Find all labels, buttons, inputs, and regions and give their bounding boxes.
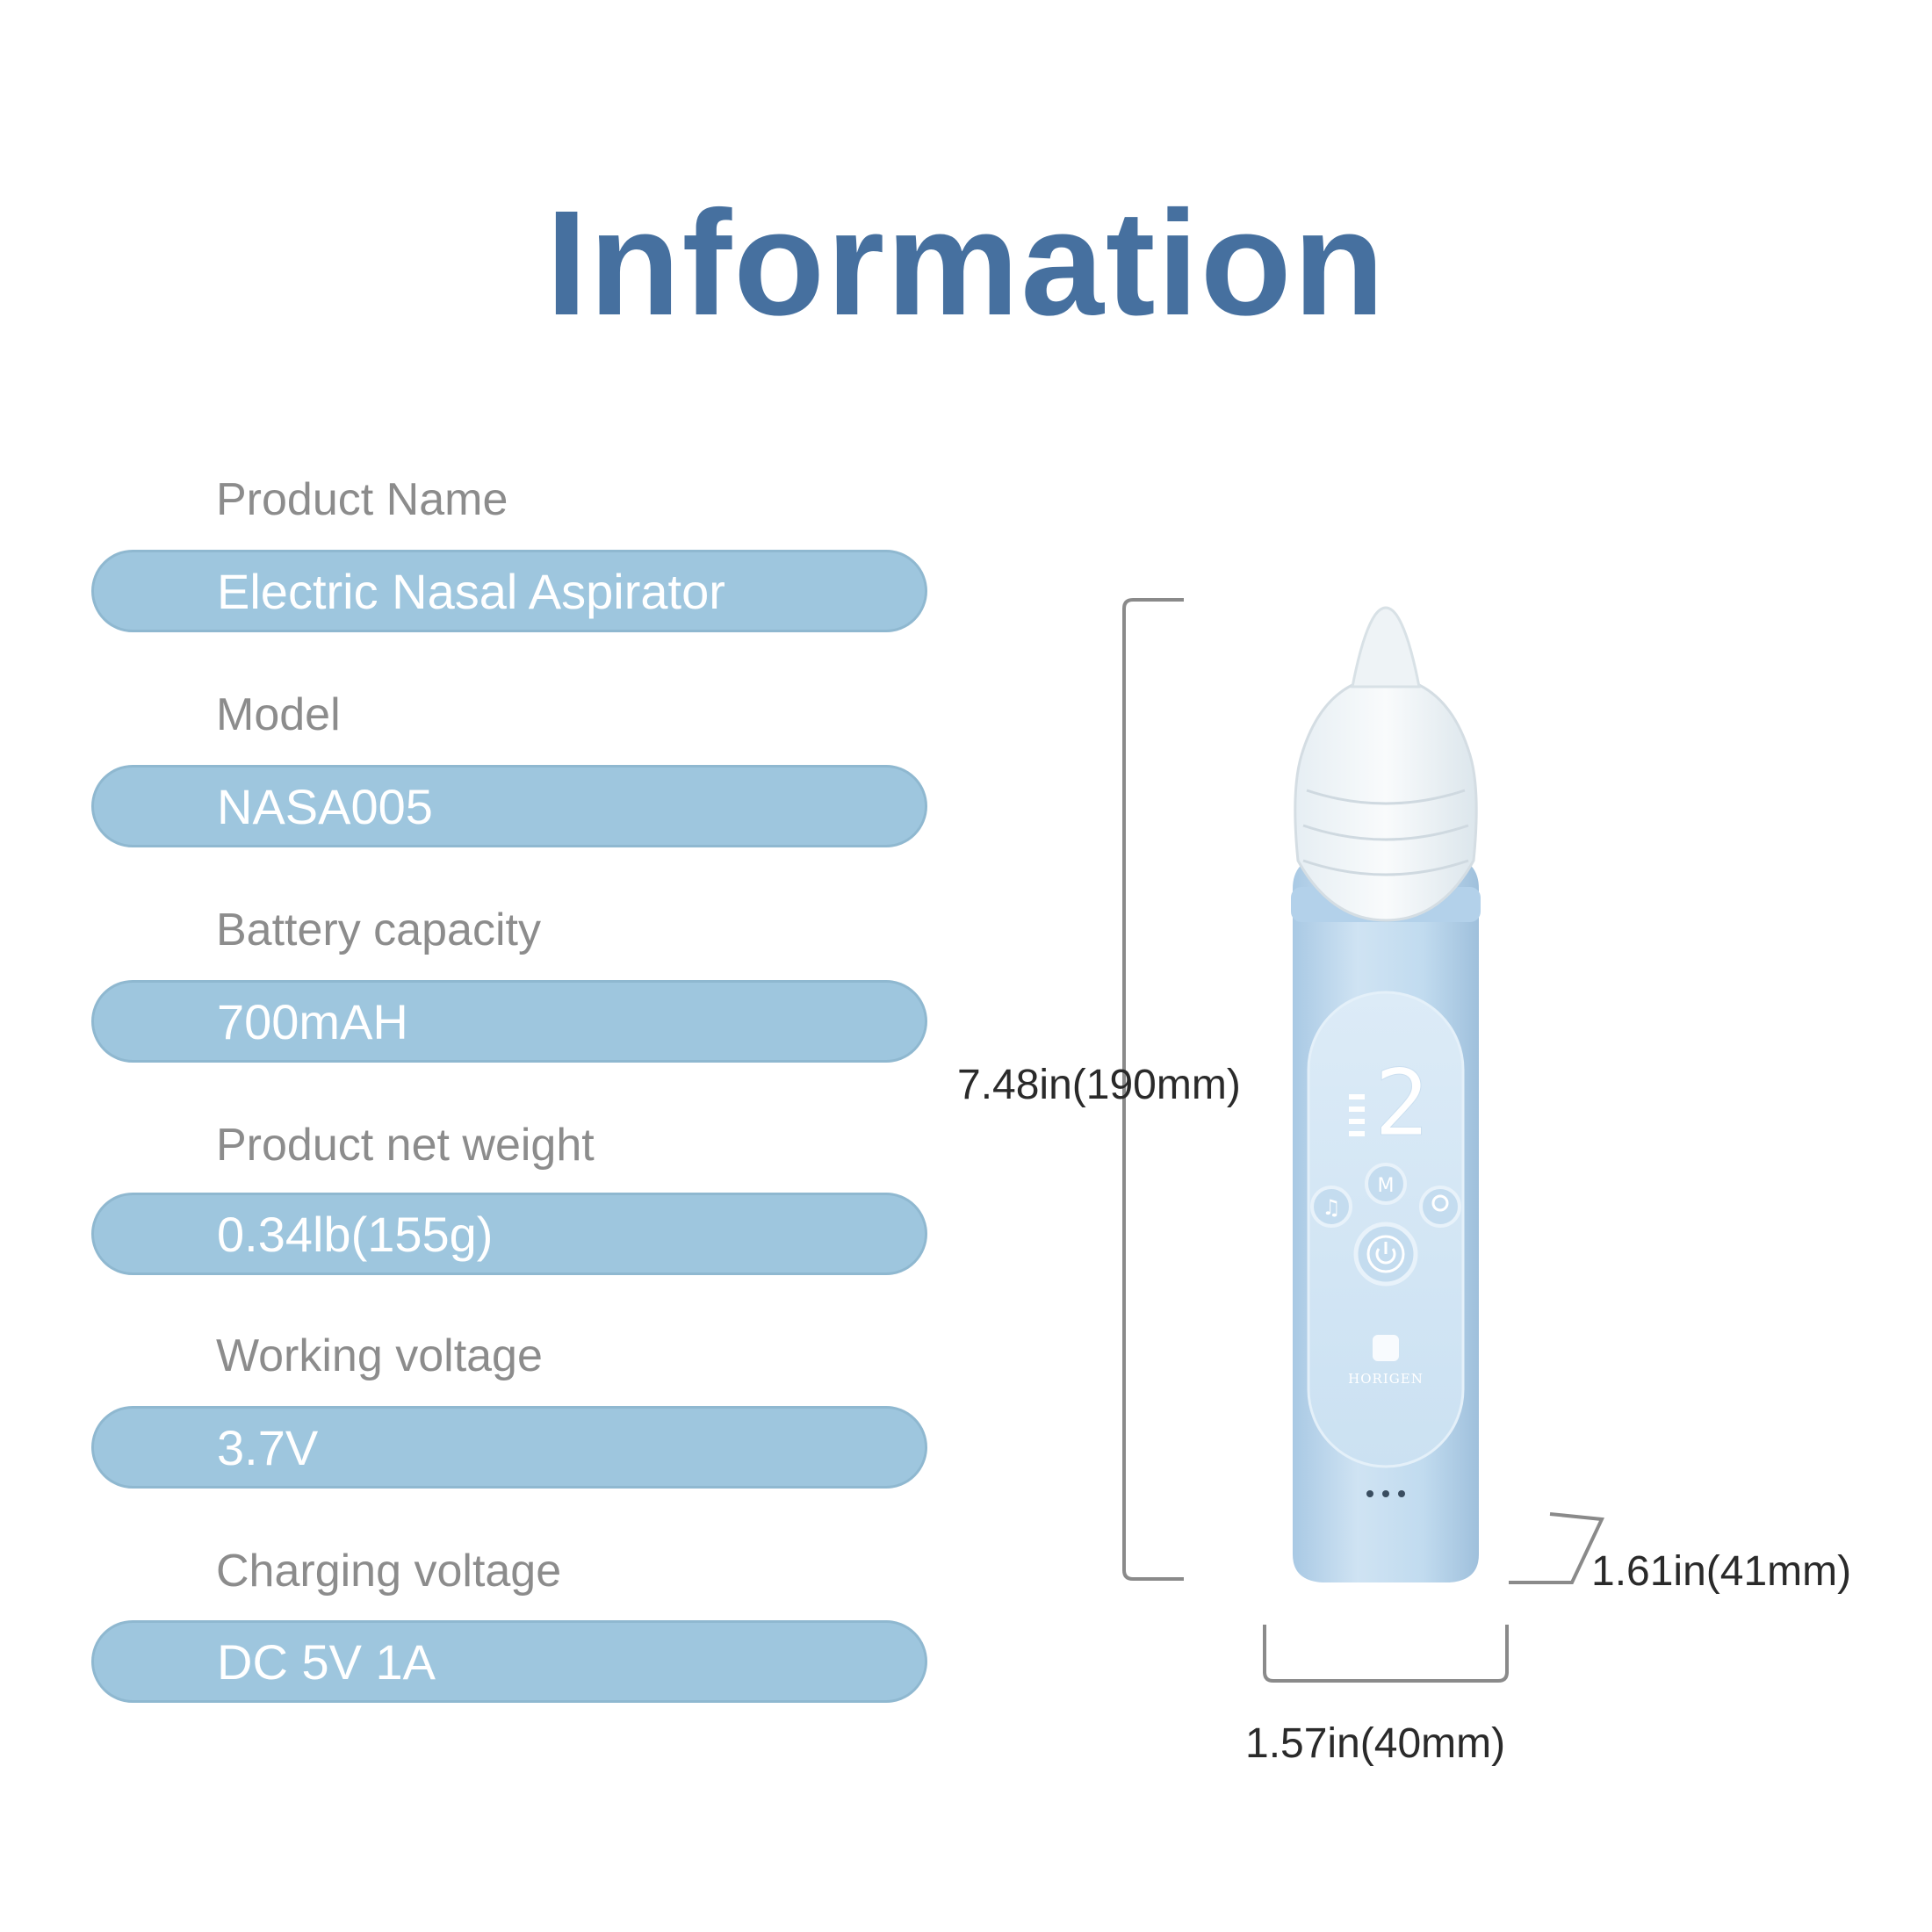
width-bracket bbox=[1263, 1625, 1509, 1683]
spec-pill-battery-capacity: 700mAH bbox=[91, 980, 927, 1063]
light-button bbox=[1419, 1186, 1461, 1228]
spec-label-battery-capacity: Battery capacity bbox=[216, 905, 541, 955]
depth-dimension-label: 1.61in(41mm) bbox=[1591, 1548, 1852, 1595]
power-icon bbox=[1375, 1242, 1396, 1265]
page-title: Information bbox=[545, 180, 1387, 347]
spec-label-product-name: Product Name bbox=[216, 474, 508, 525]
spec-label-working-voltage: Working voltage bbox=[216, 1330, 543, 1381]
height-dimension-label: 7.48in(190mm) bbox=[957, 1062, 1241, 1108]
spec-value-net-weight: 0.34lb(155g) bbox=[217, 1207, 494, 1262]
digit-display: 2 bbox=[1374, 1049, 1430, 1157]
spec-pill-charging-voltage: DC 5V 1A bbox=[91, 1620, 927, 1703]
battery-indicator bbox=[1349, 1094, 1365, 1136]
silicone-tip bbox=[1351, 606, 1421, 688]
music-note-icon: ♫ bbox=[1322, 1195, 1341, 1220]
spec-pill-model: NASA005 bbox=[91, 765, 927, 847]
brand-logo-mark bbox=[1373, 1335, 1399, 1361]
spec-label-net-weight: Product net weight bbox=[216, 1120, 595, 1171]
mode-button bbox=[1365, 1163, 1407, 1205]
spec-value-product-name: Electric Nasal Aspirator bbox=[217, 564, 725, 619]
width-dimension-label: 1.57in(40mm) bbox=[1245, 1720, 1506, 1767]
spec-value-working-voltage: 3.7V bbox=[217, 1420, 319, 1475]
mode-button-letter: M bbox=[1378, 1175, 1395, 1197]
spec-pill-product-name: Electric Nasal Aspirator bbox=[91, 550, 927, 632]
spec-pill-net-weight: 0.34lb(155g) bbox=[91, 1193, 927, 1275]
lightbulb-icon bbox=[1431, 1194, 1449, 1212]
music-button bbox=[1310, 1186, 1352, 1228]
spec-value-battery-capacity: 700mAH bbox=[217, 994, 408, 1049]
depth-bracket bbox=[1509, 1512, 1605, 1584]
spec-value-model: NASA005 bbox=[217, 779, 433, 834]
brand-name: HORIGEN bbox=[1348, 1371, 1424, 1387]
charging-dots bbox=[1366, 1490, 1405, 1497]
spec-label-model: Model bbox=[216, 689, 341, 740]
height-bracket bbox=[1122, 598, 1184, 1581]
spec-value-charging-voltage: DC 5V 1A bbox=[217, 1634, 436, 1690]
spec-label-charging-voltage: Charging voltage bbox=[216, 1546, 562, 1597]
spec-pill-working-voltage: 3.7V bbox=[91, 1406, 927, 1489]
